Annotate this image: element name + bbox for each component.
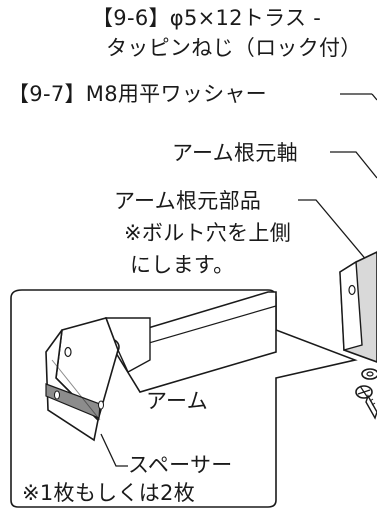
part-9-6-label-line1: 【9-6】φ5×12トラス - xyxy=(92,6,322,30)
leader-line-spacer xyxy=(100,433,128,467)
spacer-label-line1: アーム xyxy=(146,389,209,413)
arm-base-shaft-label: アーム根元軸 xyxy=(172,141,298,165)
spacer-label-line2: スペーサー xyxy=(128,453,233,477)
leader-line-9-7-drop xyxy=(371,93,377,101)
arm-base-part-label: アーム根元部品 xyxy=(114,189,262,213)
part-9-7-label: 【9-7】M8用平ワッシャー xyxy=(8,82,267,106)
part-9-6-label-line2: タッピンねじ（ロック付） xyxy=(106,36,362,60)
inset-arm-drawing xyxy=(45,291,277,442)
washer-and-screw-drawing xyxy=(355,368,377,420)
quantity-note: ※1枚もしくは2枚 xyxy=(22,481,196,505)
bolt-hole-note-line2: にします。 xyxy=(130,253,235,277)
leader-line-arm-base-part xyxy=(298,199,369,263)
leader-line-arm-base-shaft xyxy=(330,151,377,179)
bolt-hole-note: ※ボルト穴を上側 xyxy=(124,221,291,245)
arm-base-part-drawing xyxy=(339,251,377,363)
